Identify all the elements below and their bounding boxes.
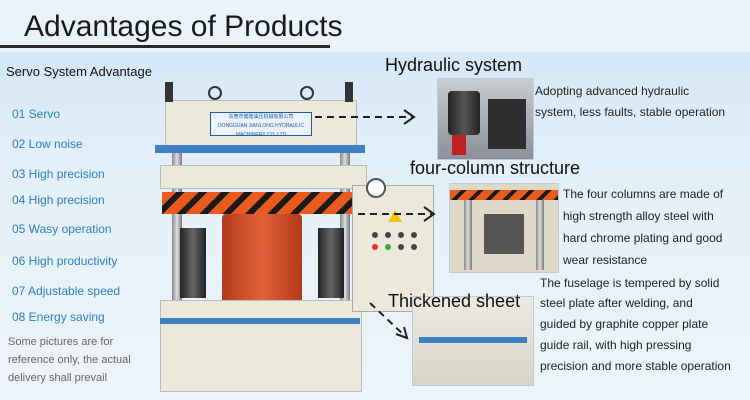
arrow-line [369, 302, 406, 337]
column [172, 153, 182, 303]
advantage-item: 02 Low noise [12, 137, 83, 151]
column-desc-line: hard chrome plating and good [563, 231, 723, 245]
control-button [372, 232, 378, 238]
control-button [411, 232, 417, 238]
column-desc-line: wear resistance [563, 253, 648, 267]
lifting-lug [345, 82, 353, 102]
advantage-item: 06 High productivity [12, 254, 118, 268]
column [536, 200, 544, 270]
motor-shape [448, 91, 480, 135]
sheet-desc-line: precision and more stable operation [540, 359, 731, 373]
die-block [484, 214, 524, 254]
control-button [372, 244, 378, 250]
guard-strip [450, 190, 558, 200]
page-title: Advantages of Products [24, 10, 343, 43]
sheet-desc-line: The fuselage is tempered by solid [540, 276, 720, 290]
advantage-item: 03 High precision [12, 167, 105, 181]
servo-heading: Servo System Advantage [6, 64, 152, 79]
valve-block [488, 99, 526, 149]
lifting-ring [208, 86, 222, 100]
control-cabinet [352, 185, 434, 312]
disclaimer-line: reference only, the actual [8, 354, 131, 366]
slide-beam [160, 165, 367, 189]
sheet-photo [412, 296, 534, 386]
arrow-head [423, 206, 436, 222]
side-cylinder [180, 228, 206, 298]
base-band [160, 318, 360, 324]
disclaimer-line: Some pictures are for [8, 336, 114, 348]
hydraulic-desc-line: system, less faults, stable operation [535, 105, 726, 119]
sheet-desc-line: guide rail, with high pressing [540, 338, 692, 352]
advantage-item: 07 Adjustable speed [12, 284, 121, 298]
advantage-item: 01 Servo [12, 107, 61, 121]
nameplate-cn: 东莞市健隆油压机械有限公司 [228, 114, 294, 120]
column [340, 153, 350, 303]
control-button [398, 232, 404, 238]
advantage-item: 08 Energy saving [12, 310, 105, 324]
sheet-band [419, 337, 527, 343]
machine-base [160, 300, 362, 392]
nameplate-en: DONGGUAN JIANLONG HYDRAULIC MACHINERY CO… [217, 123, 305, 136]
sheet-desc-line: guided by graphite copper plate [540, 317, 709, 331]
pump-shape [452, 135, 466, 155]
column-title: four-column structure [410, 158, 581, 178]
column-desc-line: high strength alloy steel with [563, 209, 714, 223]
hydraulic-photo [437, 78, 534, 160]
lifting-lug [165, 82, 173, 102]
column-desc-line: The four columns are made of [563, 187, 724, 201]
arrow-head [403, 109, 416, 125]
arrow-head [395, 326, 409, 340]
nameplate: 东莞市健隆油压机械有限公司 DONGGUAN JIANLONG HYDRAULI… [210, 112, 312, 136]
lifting-ring [300, 86, 314, 100]
column-photo [449, 183, 559, 273]
safety-guard [162, 192, 362, 214]
blue-band [155, 145, 365, 153]
title-underline [0, 45, 330, 48]
disclaimer-line: delivery shall prevail [8, 372, 108, 384]
side-cylinder [318, 228, 344, 298]
advantage-item: 04 High precision [12, 193, 105, 207]
control-button [411, 244, 417, 250]
advantage-item: 05 Wasy operation [12, 222, 112, 236]
hydraulic-title: Hydraulic system [385, 55, 523, 75]
hydraulic-desc-line: Adopting advanced hydraulic [535, 84, 690, 98]
pressure-gauge [366, 178, 386, 198]
control-button [385, 244, 391, 250]
header-bar [0, 0, 750, 52]
main-cylinder [222, 214, 302, 304]
control-button [398, 244, 404, 250]
column [464, 200, 472, 270]
sheet-desc-line: steel plate after welding, and [540, 296, 693, 310]
sheet-title: Thickened sheet [388, 291, 521, 311]
control-button [385, 232, 391, 238]
